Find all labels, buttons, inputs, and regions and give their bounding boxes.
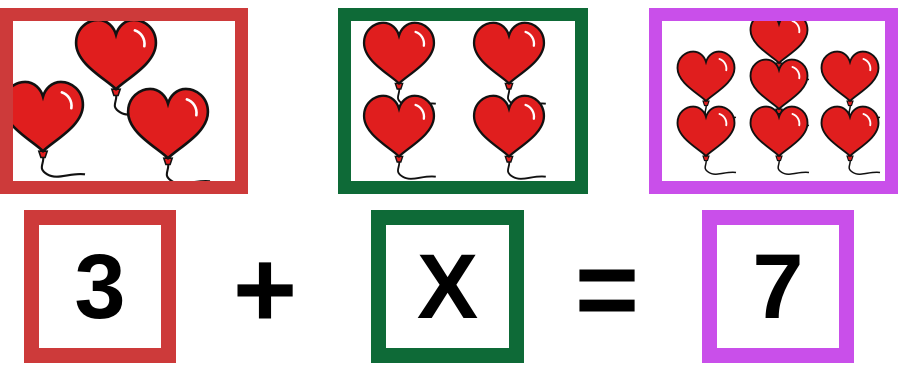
- balloons-group: [662, 21, 885, 181]
- plus-symbol: +: [233, 235, 297, 345]
- heart-balloon-icon: [364, 23, 436, 106]
- equals-sign: =: [562, 235, 652, 345]
- heart-balloon-icon: [751, 107, 810, 175]
- unknown-picture-frame: [338, 8, 588, 194]
- heart-balloon-icon: [474, 96, 546, 179]
- addend-number: 3: [74, 241, 125, 333]
- heart-balloon-icon: [822, 107, 881, 175]
- unknown-box: X: [371, 210, 524, 363]
- balloons-group: [351, 21, 575, 181]
- sum-box: 7: [702, 210, 854, 363]
- plus-sign: +: [210, 235, 320, 345]
- heart-balloon-icon: [364, 96, 436, 179]
- heart-balloon-icon: [13, 82, 85, 177]
- balloons-group: [13, 21, 235, 181]
- addend-picture-frame: [0, 8, 248, 194]
- unknown-variable: X: [417, 241, 478, 333]
- equals-symbol: =: [575, 235, 639, 345]
- addend-box: 3: [24, 210, 176, 363]
- heart-balloon-icon: [128, 89, 210, 181]
- heart-balloon-icon: [474, 23, 546, 106]
- sum-picture-frame: [649, 8, 898, 194]
- heart-balloon-icon: [678, 107, 737, 175]
- sum-number: 7: [752, 241, 803, 333]
